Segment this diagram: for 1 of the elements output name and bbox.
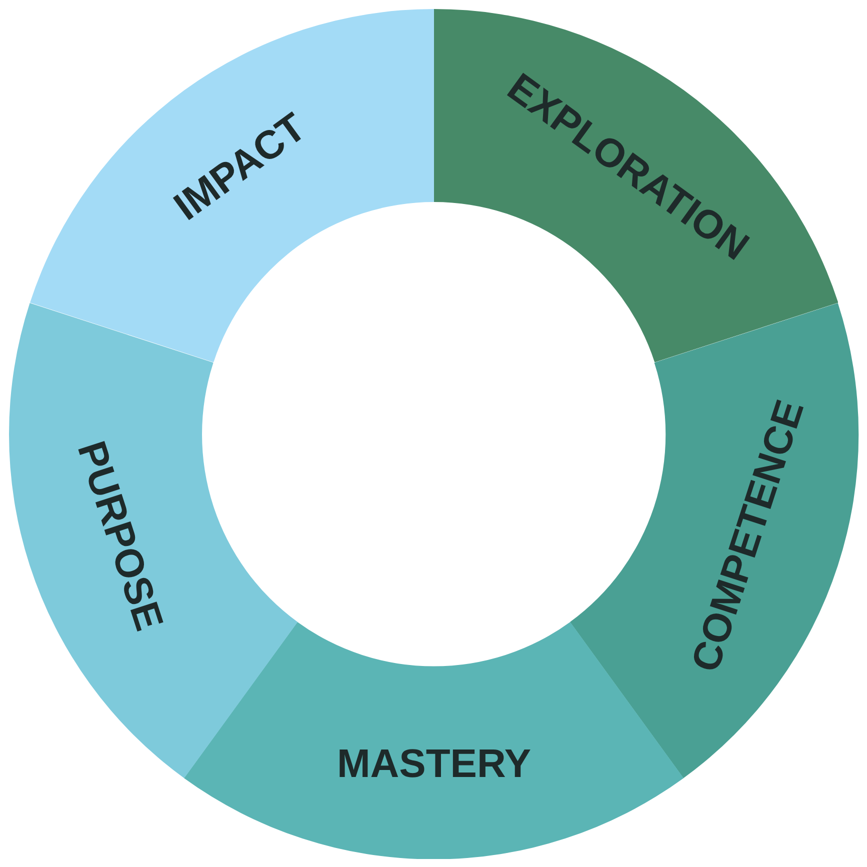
- segment-label: MASTERY: [336, 744, 532, 784]
